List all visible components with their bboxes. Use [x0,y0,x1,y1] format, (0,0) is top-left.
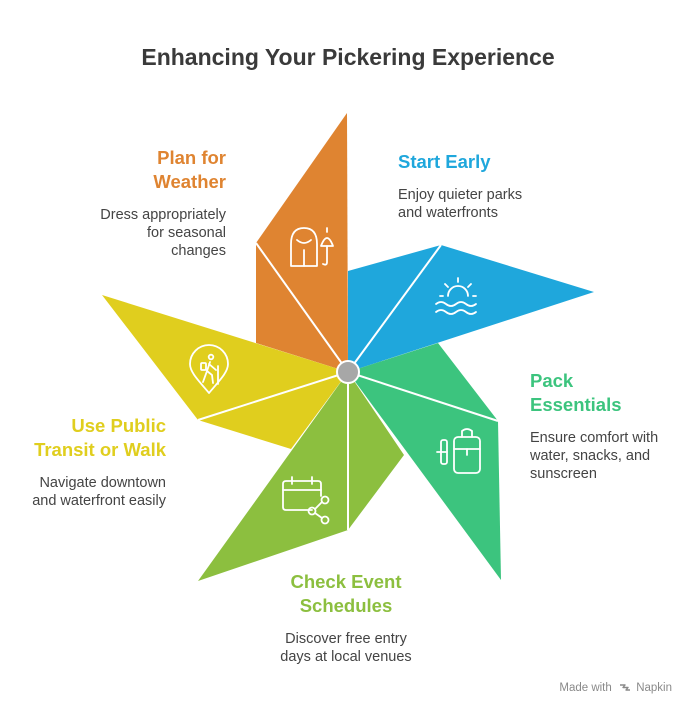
backpack-icon [436,428,481,474]
raincoat-umbrella-icon [290,227,334,267]
blade-use-public-transit [102,295,349,449]
section-check-event-schedules-heading: Check Event Schedules [290,571,402,616]
blade-start-early [347,244,594,373]
section-check-event-schedules-description: Discover free entry days at local venues [280,631,412,665]
section-pack-essentials: Pack Essentials Ensure comfort with wate… [530,369,690,483]
center-hub [336,360,360,384]
hiker-location-pin-icon [189,344,229,394]
section-start-early: Start Early Enjoy quieter parks and wate… [398,150,598,222]
section-pack-essentials-heading: Pack Essentials [530,370,622,415]
section-pack-essentials-description: Ensure comfort with water, snacks, and s… [530,430,659,482]
sunrise-over-water-icon [435,277,477,315]
blade-start-early-shape [348,245,594,372]
made-with-napkin-footer[interactable]: Made with Napkin [559,682,672,694]
calendar-share-icon [282,476,330,525]
page-title: Enhancing Your Pickering Experience [141,44,555,70]
blade-check-event-schedules [198,372,404,581]
section-plan-for-weather: Plan for Weather Dress appropriately for… [40,146,226,260]
blade-plan-for-weather [255,113,349,373]
made-with-label: Made with [559,682,612,694]
section-use-public-transit-heading: Use Public Transit or Walk [34,415,166,460]
blade-pack-essentials-shape [348,343,501,580]
blade-pack-essentials [347,343,501,580]
napkin-logo-icon [619,684,630,691]
section-use-public-transit: Use Public Transit or Walk Navigate down… [10,414,166,510]
section-start-early-description: Enjoy quieter parks and waterfronts [398,187,523,221]
blade-check-event-schedules-shape [198,372,404,581]
section-check-event-schedules: Check Event Schedules Discover free entr… [236,570,456,666]
section-plan-for-weather-description: Dress appropriately for seasonal changes [100,207,226,259]
napkin-brand-label: Napkin [636,682,672,694]
section-start-early-heading: Start Early [398,151,491,172]
section-use-public-transit-description: Navigate downtown and waterfront easily [32,475,166,509]
section-plan-for-weather-heading: Plan for Weather [153,147,226,192]
